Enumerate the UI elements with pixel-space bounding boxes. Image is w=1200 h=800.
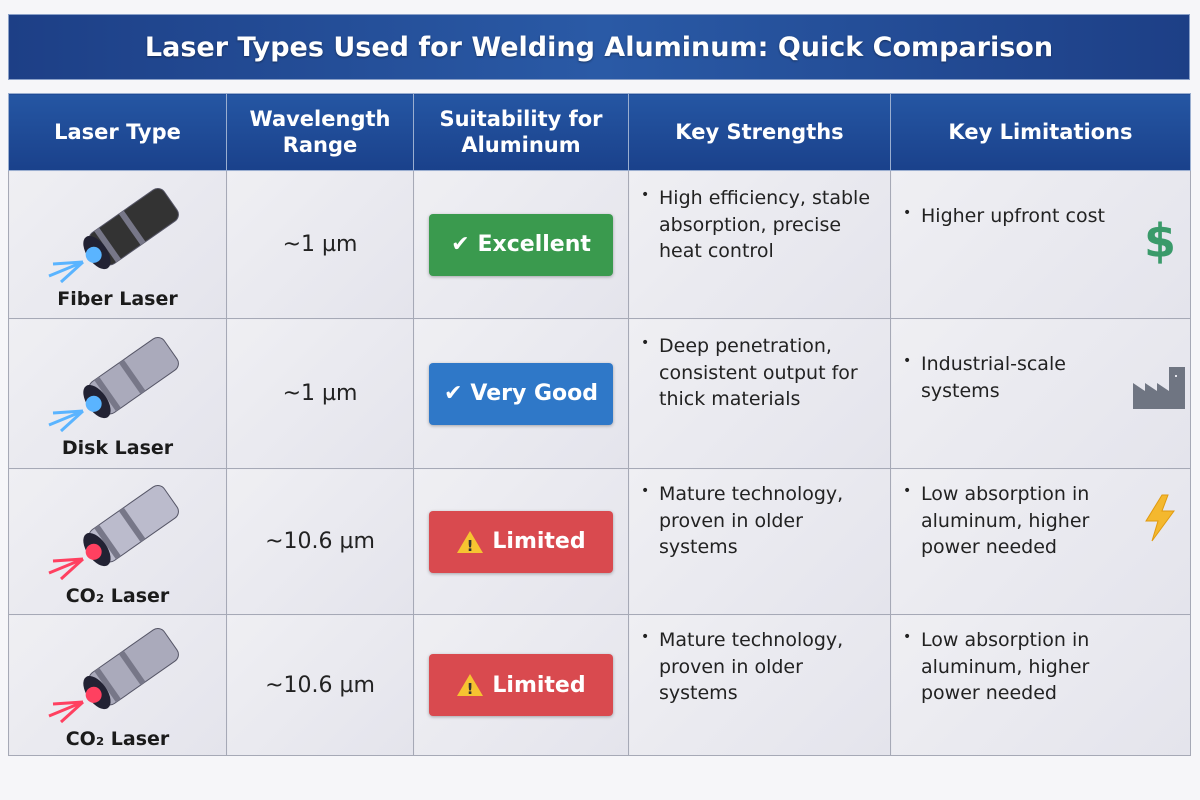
wavelength-cell: ~10.6 µm [226, 614, 414, 756]
table-row: Fiber Laser ~1 µm ✔ Excellent High effici… [8, 170, 1191, 319]
strength-item: Mature technology, proven in older syste… [641, 481, 876, 561]
check-icon: ✔ [443, 381, 463, 406]
header-row: Laser Type Wavelength Range Suitability … [8, 93, 1191, 171]
limitations-cell: Low absorption in aluminum, higher power… [890, 614, 1191, 756]
page-title: Laser Types Used for Welding Aluminum: Q… [8, 14, 1190, 80]
laser-type-cell: Disk Laser [8, 318, 227, 469]
laser-name: CO₂ Laser [65, 584, 170, 607]
wavelength-cell: ~10.6 µm [226, 468, 414, 615]
limitations-cell: Industrial-scale systems [890, 318, 1191, 469]
laser-name: Disk Laser [61, 436, 174, 459]
suitability-badge: ✔ Excellent [429, 213, 613, 276]
suitability-cell: ! Limited [413, 468, 629, 615]
svg-text:!: ! [467, 680, 474, 697]
suitability-cell: ✔ Excellent [413, 170, 629, 319]
laser-name: CO₂ Laser [65, 728, 170, 750]
factory-icon [1131, 367, 1189, 413]
badge-label: Excellent [477, 232, 591, 257]
suitability-badge: ✔ Very Good [429, 362, 613, 425]
header-suitability: Suitability for Aluminum [413, 93, 629, 171]
strengths-cell: Mature technology, proven in older syste… [628, 614, 891, 756]
svg-text:$: $ [1144, 215, 1176, 265]
dollar-icon: $ [1140, 214, 1180, 269]
laser-head-icon [9, 481, 226, 581]
header-limitations: Key Limitations [890, 93, 1191, 171]
strength-item: Deep penetration, consistent output for … [641, 333, 876, 413]
limitation-item: Higher upfront cost [903, 203, 1116, 230]
laser-type-cell: CO₂ Laser [8, 614, 227, 756]
strengths-cell: Deep penetration, consistent output for … [628, 318, 891, 469]
limitation-item: Industrial-scale systems [903, 351, 1116, 404]
table-row: Disk Laser ~1 µm ✔ Very Good Deep penetra… [8, 318, 1191, 469]
laser-name: Fiber Laser [57, 287, 178, 310]
warning-icon: ! [456, 530, 484, 554]
strength-item: High efficiency, stable absorption, prec… [641, 185, 876, 265]
lightning-icon [1142, 494, 1178, 547]
laser-type-cell: Fiber Laser [8, 170, 227, 319]
header-wavelength: Wavelength Range [226, 93, 414, 171]
suitability-cell: ! Limited [413, 614, 629, 756]
limitations-cell: Low absorption in aluminum, higher power… [890, 468, 1191, 615]
badge-label: Limited [492, 672, 586, 698]
suitability-badge: ! Limited [429, 510, 613, 573]
strengths-cell: High efficiency, stable absorption, prec… [628, 170, 891, 319]
suitability-badge: ! Limited [429, 654, 613, 716]
wavelength-cell: ~1 µm [226, 170, 414, 319]
laser-type-cell: CO₂ Laser [8, 468, 227, 615]
warning-icon: ! [456, 673, 484, 697]
badge-label: Very Good [470, 381, 599, 406]
badge-label: Limited [492, 529, 586, 554]
laser-head-icon [9, 184, 226, 284]
wavelength-cell: ~1 µm [226, 318, 414, 469]
laser-head-icon [9, 333, 226, 433]
laser-head-icon [9, 624, 226, 724]
limitation-item: Low absorption in aluminum, higher power… [903, 481, 1116, 561]
strength-item: Mature technology, proven in older syste… [641, 627, 876, 707]
header-strengths: Key Strengths [628, 93, 891, 171]
table-row: CO₂ Laser ~10.6 µm ! Limited Mature techn… [8, 614, 1191, 756]
suitability-cell: ✔ Very Good [413, 318, 629, 469]
check-icon: ✔ [451, 232, 470, 257]
limitation-item: Low absorption in aluminum, higher power… [903, 627, 1116, 707]
svg-text:!: ! [467, 537, 474, 554]
strengths-cell: Mature technology, proven in older syste… [628, 468, 891, 615]
header-laser-type: Laser Type [8, 93, 227, 171]
comparison-table: Laser Type Wavelength Range Suitability … [8, 93, 1191, 756]
limitations-cell: Higher upfront cost $ [890, 170, 1191, 319]
table-row: CO₂ Laser ~10.6 µm ! Limited Mature techn… [8, 468, 1191, 615]
